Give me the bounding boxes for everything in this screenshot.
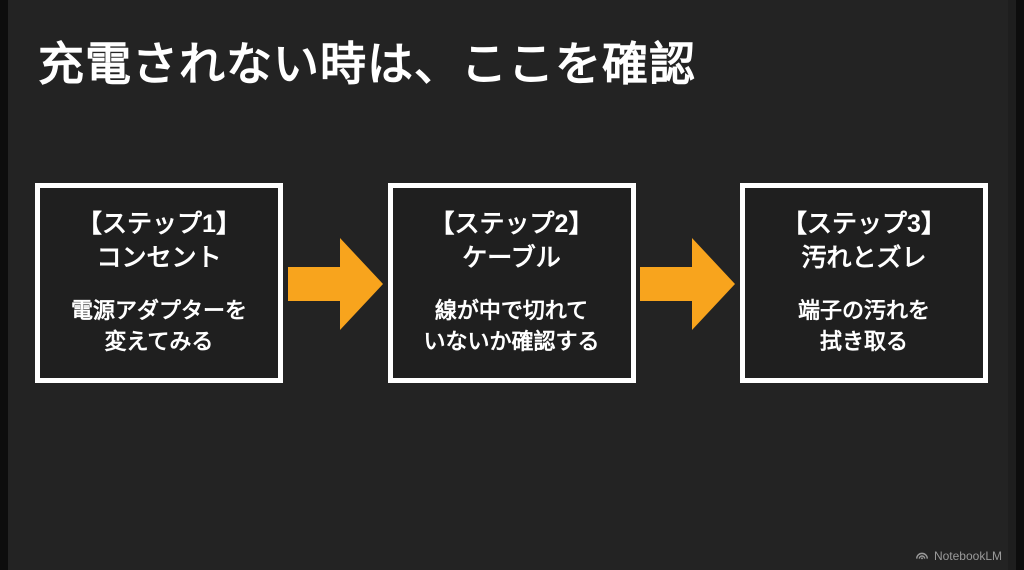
step-2-heading: 【ステップ2】 ケーブル: [430, 208, 594, 276]
step-box-3: 【ステップ3】 汚れとズレ 端子の汚れを 拭き取る: [740, 183, 988, 383]
watermark: NotebookLM: [915, 549, 1002, 563]
step-2-subheading: ケーブル: [462, 244, 561, 273]
step-1-body: 電源アダプターを 変えてみる: [71, 296, 247, 358]
watermark-label: NotebookLM: [933, 549, 1002, 563]
arrow-right-icon: [640, 237, 736, 330]
step-3-body-line1: 端子の汚れを: [797, 297, 930, 323]
step-1-heading-line: 【ステップ1】: [77, 210, 241, 239]
notebooklm-logo-icon: [916, 552, 928, 560]
step-2-body: 線が中で切れて いないか確認する: [423, 296, 599, 358]
step-3-body-line2: 拭き取る: [819, 328, 908, 354]
step-1-body-line1: 電源アダプターを: [70, 297, 247, 323]
step-box-2: 【ステップ2】 ケーブル 線が中で切れて いないか確認する: [387, 183, 636, 383]
slide-title: 充電されない時は、ここを確認: [38, 38, 696, 90]
frame-right-edge: [1008, 0, 1016, 570]
step-1-body-line2: 変えてみる: [104, 328, 214, 354]
slide-background: 充電されない時は、ここを確認 【ステップ1】 コンセント 電源アダプターを 変え…: [8, 0, 1016, 570]
step-3-subheading: 汚れとズレ: [801, 244, 927, 273]
step-2-body-line2: いないか確認する: [423, 328, 600, 354]
step-box-1: 【ステップ1】 コンセント 電源アダプターを 変えてみる: [35, 183, 283, 383]
steps-flow: 【ステップ1】 コンセント 電源アダプターを 変えてみる 【ステップ2】 ケーブ…: [35, 183, 988, 383]
step-2-body-line1: 線が中で切れて: [434, 297, 589, 323]
step-1-subheading: コンセント: [96, 244, 222, 273]
step-3-body: 端子の汚れを 拭き取る: [798, 296, 930, 358]
step-3-heading: 【ステップ3】 汚れとズレ: [782, 208, 946, 276]
arrow-right-icon: [287, 237, 383, 330]
step-1-heading: 【ステップ1】 コンセント: [77, 208, 241, 276]
step-3-heading-line: 【ステップ3】: [782, 210, 946, 239]
step-2-heading-line: 【ステップ2】: [429, 210, 594, 239]
